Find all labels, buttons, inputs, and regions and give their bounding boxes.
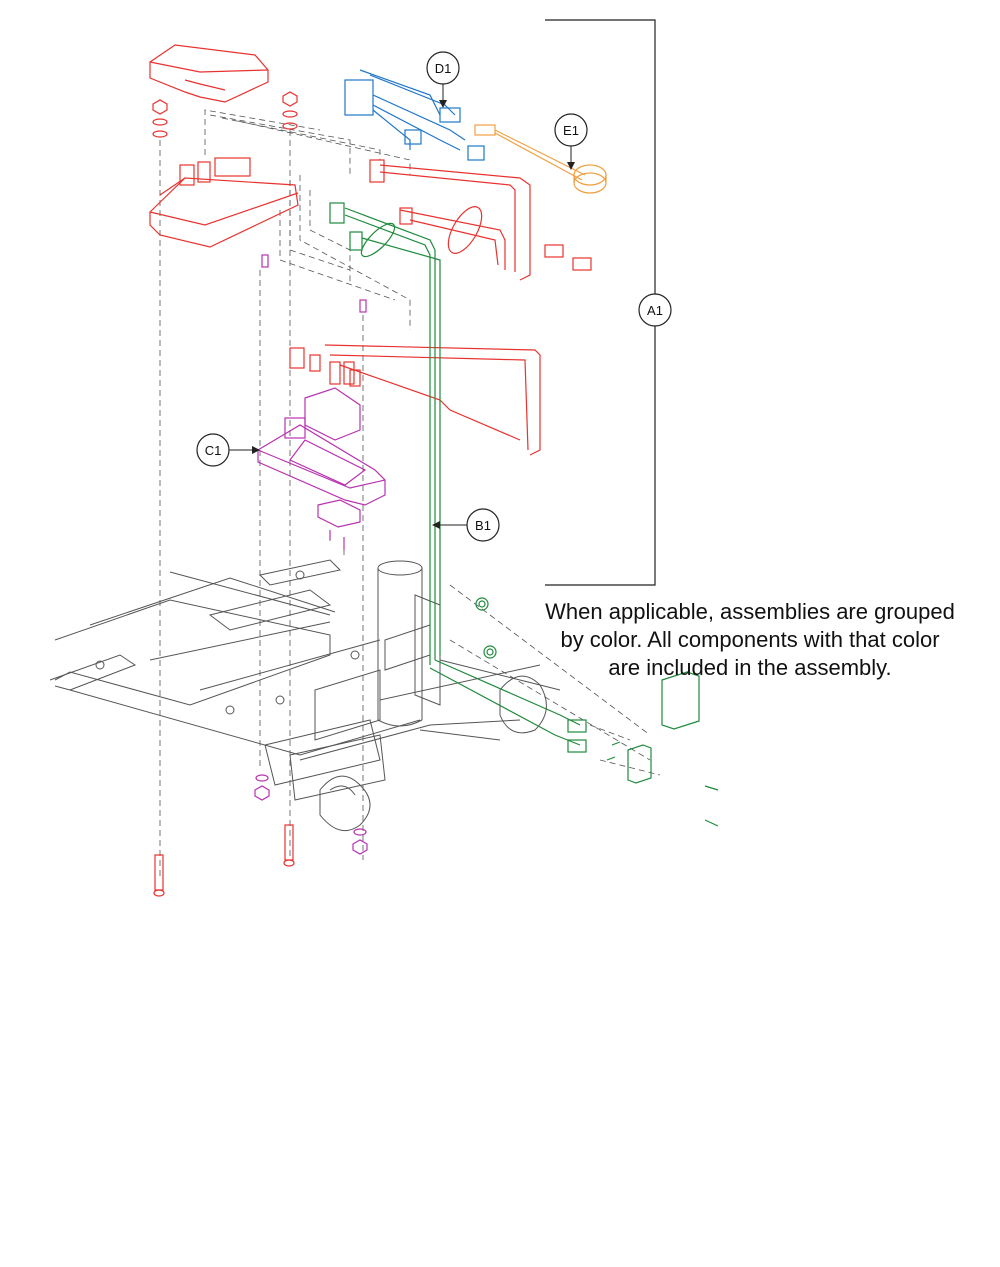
callout-e1: E1 (554, 113, 588, 170)
callout-d1-label: D1 (435, 61, 452, 76)
base-frame (49, 559, 561, 832)
callout-c1-label: C1 (205, 443, 222, 458)
leader-lines (159, 109, 661, 880)
mount-c1 (254, 254, 386, 855)
callout-b1-label: B1 (475, 518, 491, 533)
callout-a1-label: A1 (647, 303, 663, 318)
controller-assembly (149, 44, 592, 897)
callout-e1-label: E1 (563, 123, 579, 138)
note-line-1: When applicable, assemblies are grouped (545, 599, 955, 624)
callout-c1: C1 (196, 433, 260, 467)
harness-d1 (344, 69, 485, 161)
harness-b1 (329, 202, 719, 827)
note-line-2: by color. All components with that color (560, 627, 940, 652)
note-line-3: are included in the assembly. (608, 655, 892, 680)
callout-a1: A1 (638, 293, 672, 327)
assembly-color-note: When applicable, assemblies are grouped … (530, 598, 970, 682)
callout-b1: B1 (432, 508, 500, 542)
callout-d1: D1 (426, 51, 460, 108)
